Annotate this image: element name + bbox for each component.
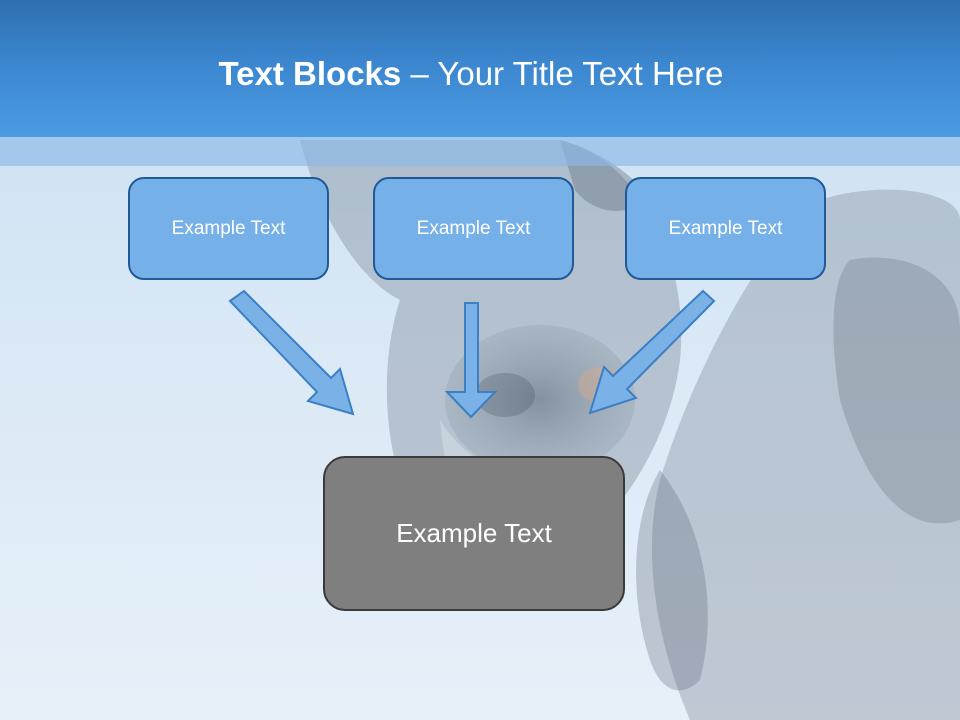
title-bold-text: Text Blocks xyxy=(218,55,402,92)
title-rest-text: Your Title Text Here xyxy=(437,55,724,92)
text-block-left-label: Example Text xyxy=(171,217,286,239)
text-block-result-label: Example Text xyxy=(396,518,552,548)
text-block-right[interactable]: Example Text xyxy=(625,177,826,280)
text-block-left[interactable]: Example Text xyxy=(128,177,329,280)
text-block-right-label: Example Text xyxy=(668,217,783,239)
text-block-center[interactable]: Example Text xyxy=(373,177,574,280)
text-block-result[interactable]: Example Text xyxy=(323,456,625,611)
title-bar xyxy=(0,0,960,137)
slide-title[interactable]: Text Blocks – Your Title Text Here xyxy=(0,52,960,96)
title-dash: – xyxy=(401,55,438,92)
text-block-center-label: Example Text xyxy=(416,217,531,239)
title-underband xyxy=(0,137,960,166)
